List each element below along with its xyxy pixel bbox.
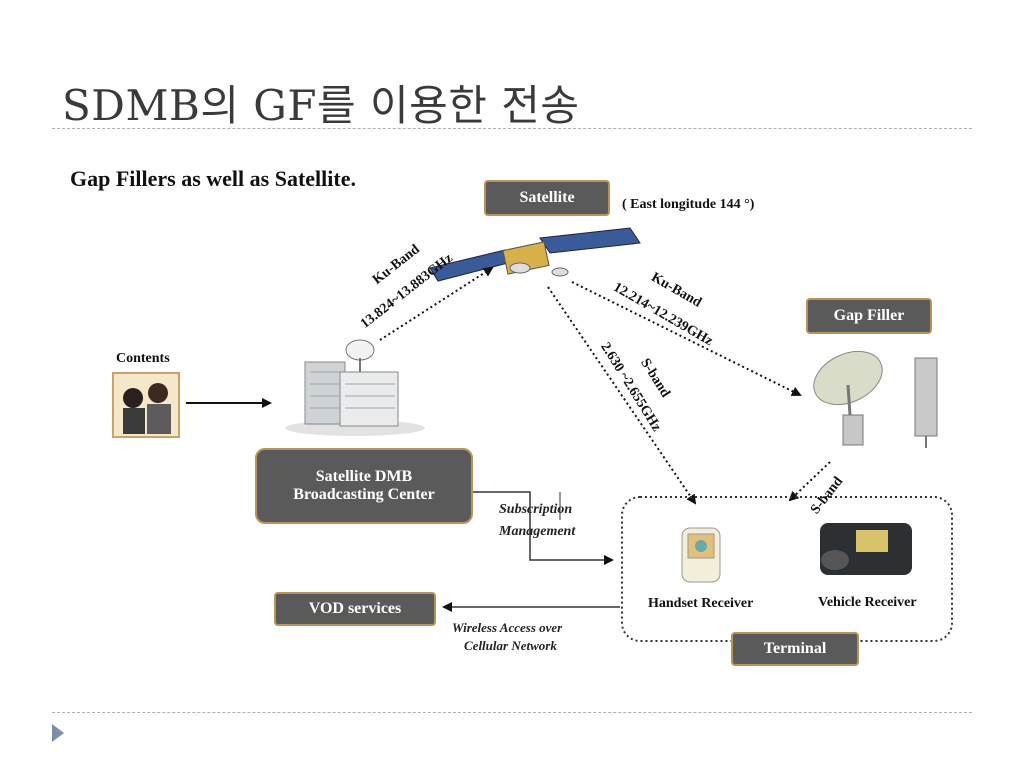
satellite-icon (429, 227, 641, 282)
gap-filler-antenna-icon (813, 350, 938, 448)
gap-filler-box: Gap Filler (806, 298, 932, 334)
contents-photo-icon (112, 372, 180, 438)
satellite-box: Satellite (484, 180, 610, 216)
slide-title: SDMB의 GF를 이용한 전송 (62, 81, 580, 130)
vehicle-receiver-label: Vehicle Receiver (818, 595, 917, 610)
handset-receiver-label: Handset Receiver (648, 596, 754, 611)
gf-sband-arrow (788, 461, 831, 502)
wireless-label-1: Wireless Access over (452, 620, 563, 635)
handset-receiver-icon (681, 527, 721, 583)
vod-services-box: VOD services (274, 592, 436, 626)
subscription-label-2: Management (499, 524, 576, 539)
footer-divider (52, 712, 972, 713)
vehicle-receiver-icon (820, 523, 912, 575)
broadcast-line-2: Broadcasting Center (293, 486, 435, 503)
satellite-longitude-label: ( East longitude 144 °) (622, 197, 755, 212)
broadcast-line-1: Satellite DMB (315, 468, 413, 485)
broadcasting-center-box: Satellite DMB Broadcasting Center (255, 448, 473, 524)
contents-label: Contents (116, 351, 170, 366)
subscription-label-1: Subscription (499, 502, 573, 517)
subtitle: Gap Fillers as well as Satellite. (70, 166, 356, 191)
subscription-connector (472, 491, 614, 565)
title-divider (52, 128, 972, 129)
bullet-arrow-icon (52, 724, 64, 742)
broadcast-building-icon (285, 339, 425, 436)
sband-arrow (547, 286, 697, 505)
uplink-arrow (379, 266, 494, 341)
terminal-box: Terminal (731, 632, 859, 666)
wireless-label-2: Cellular Network (464, 638, 557, 653)
